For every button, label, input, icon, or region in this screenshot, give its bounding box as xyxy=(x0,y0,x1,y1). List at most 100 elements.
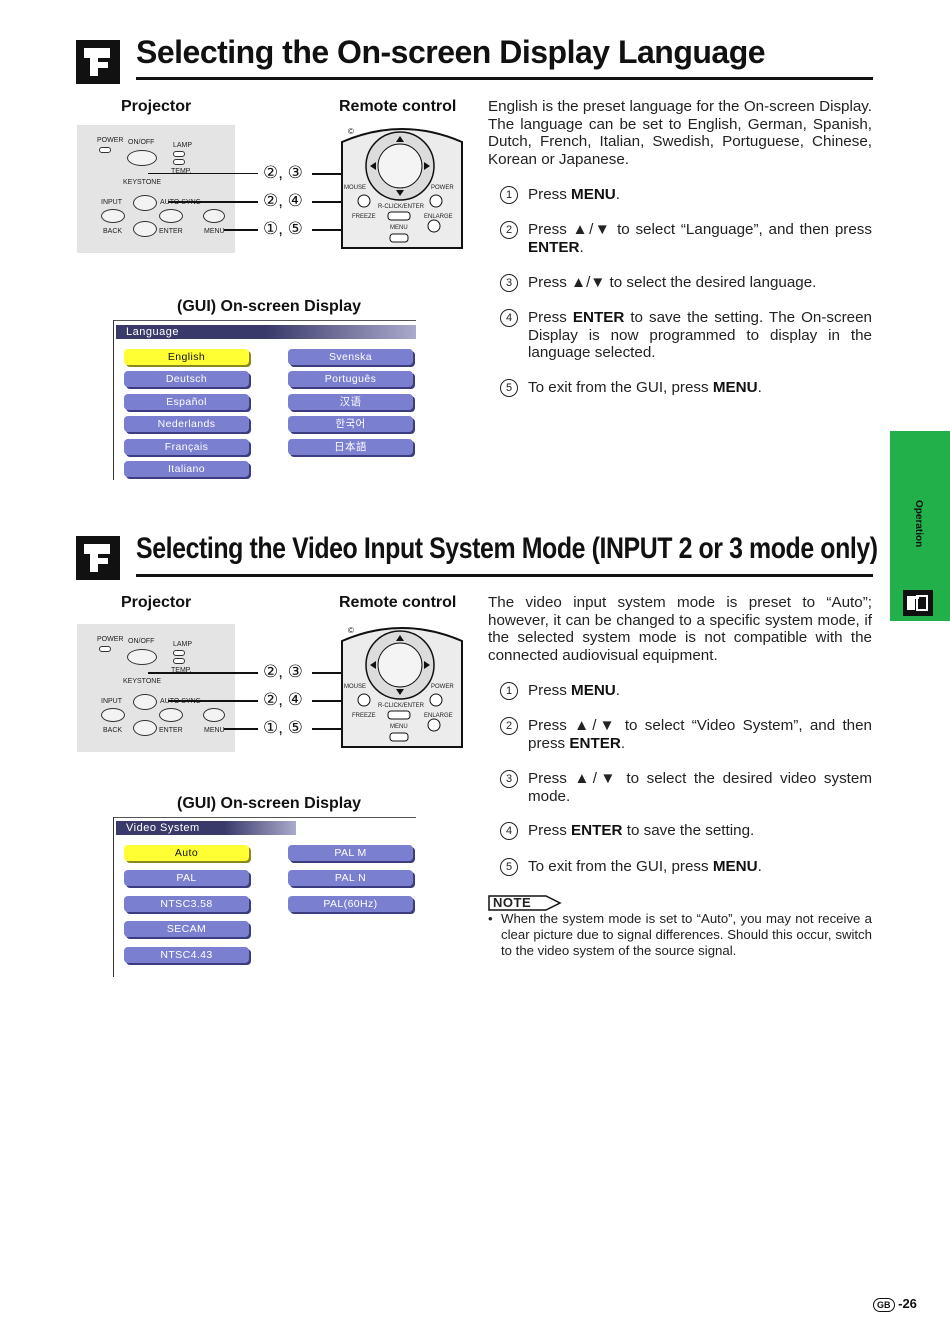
gui-option[interactable]: NTSC3.58 xyxy=(124,895,249,912)
gui-option[interactable]: SECAM xyxy=(124,921,249,938)
gui-option[interactable]: PAL xyxy=(124,870,249,887)
keystone-down-button[interactable] xyxy=(133,720,157,736)
gui-option[interactable]: Deutsch xyxy=(124,371,249,388)
onoff-button[interactable] xyxy=(127,150,157,166)
temp-indicator xyxy=(173,159,185,165)
intro-paragraph: English is the preset language for the O… xyxy=(488,98,872,168)
input-button[interactable] xyxy=(101,209,125,223)
temp-indicator xyxy=(173,658,185,664)
intro-paragraph: The video input system mode is preset to… xyxy=(488,594,872,664)
step-number: 2 xyxy=(500,717,518,735)
step-callout: ②, ④ xyxy=(263,191,303,210)
note-badge: NOTE xyxy=(488,895,562,911)
callout-line xyxy=(312,672,346,674)
page-number: GB -26 xyxy=(873,1296,917,1312)
gui-option[interactable]: Español xyxy=(124,393,249,410)
operation-tab-label: Operation xyxy=(913,500,924,548)
menu-button[interactable] xyxy=(203,209,225,223)
gui-label: (GUI) On-screen Display xyxy=(177,795,362,812)
projector-panel: POWER ON/OFF LAMP TEMP. KEYSTONE INPUT A… xyxy=(77,125,235,253)
region-badge: GB xyxy=(873,1298,895,1312)
step-number: 3 xyxy=(500,770,518,788)
callout-line xyxy=(312,201,358,203)
gui-option[interactable]: NTSC4.43 xyxy=(124,946,249,963)
section-title: Selecting the Video Input System Mode (I… xyxy=(136,532,878,565)
step-number: 2 xyxy=(500,221,518,239)
callout-line xyxy=(148,672,258,674)
power-indicator xyxy=(99,147,111,153)
callout-line xyxy=(168,201,258,203)
gui-option[interactable]: PAL(60Hz) xyxy=(288,895,413,912)
step-number: 5 xyxy=(500,858,518,876)
gui-option[interactable]: 汉语 xyxy=(288,393,413,410)
step-callout: ②, ④ xyxy=(263,690,303,709)
callout-line xyxy=(312,728,358,730)
remote-control-illustration: © MOUSE POWER R-CLICK/ENTER FREEZE ENLAR… xyxy=(338,122,466,250)
section-divider xyxy=(136,77,873,80)
step-callout: ②, ③ xyxy=(263,662,303,681)
svg-text:©: © xyxy=(348,127,354,136)
gui-menu-frame xyxy=(113,320,417,480)
step-callout: ①, ⑤ xyxy=(263,718,303,737)
keystone-up-button[interactable] xyxy=(133,195,157,211)
step-number: 4 xyxy=(500,822,518,840)
step-number: 1 xyxy=(500,186,518,204)
callout-line xyxy=(148,173,258,176)
gui-option[interactable]: Português xyxy=(288,371,413,388)
lamp-indicator xyxy=(173,650,185,656)
gui-option[interactable]: PAL M xyxy=(288,845,413,861)
remote-control-illustration: © MOUSE POWER R-CLICK/ENTER FREEZE ENLAR… xyxy=(338,621,466,749)
gui-option[interactable]: 日本語 xyxy=(288,438,413,455)
power-indicator xyxy=(99,646,111,652)
gui-option[interactable]: Français xyxy=(124,438,249,455)
step-number: 5 xyxy=(500,379,518,397)
projector-label: Projector xyxy=(121,98,192,115)
menu-button[interactable] xyxy=(203,708,225,722)
projector-label: Projector xyxy=(121,594,192,611)
auto-sync-button[interactable] xyxy=(159,708,183,722)
gui-option[interactable]: Nederlands xyxy=(124,416,249,433)
remote-label: Remote control xyxy=(339,594,457,611)
gui-option[interactable]: Svenska xyxy=(288,349,413,365)
gui-option[interactable]: 한국어 xyxy=(288,416,413,433)
step-number: 1 xyxy=(500,682,518,700)
gui-menu-frame xyxy=(113,817,417,977)
callout-line xyxy=(168,700,258,702)
remote-label: Remote control xyxy=(339,98,457,115)
callout-line xyxy=(312,229,358,231)
keystone-down-button[interactable] xyxy=(133,221,157,237)
callout-line xyxy=(312,173,346,175)
gui-option[interactable]: Italiano xyxy=(124,461,249,477)
book-hand-icon xyxy=(76,40,120,84)
auto-sync-button[interactable] xyxy=(159,209,183,223)
projector-panel: POWER ON/OFF LAMP TEMP. KEYSTONE INPUT A… xyxy=(77,624,235,752)
operation-tab xyxy=(890,431,950,621)
gui-label: (GUI) On-screen Display xyxy=(177,298,362,315)
gui-option[interactable]: PAL N xyxy=(288,870,413,887)
step-callout: ②, ③ xyxy=(263,163,303,182)
step-callout: ①, ⑤ xyxy=(263,219,303,238)
gui-tab-video-system: Video System xyxy=(116,821,296,835)
input-button[interactable] xyxy=(101,708,125,722)
svg-text:©: © xyxy=(348,626,354,635)
lamp-indicator xyxy=(173,151,185,157)
gui-option[interactable]: English xyxy=(124,349,249,365)
operation-icon xyxy=(903,590,933,616)
book-hand-icon xyxy=(76,536,120,580)
keystone-up-button[interactable] xyxy=(133,694,157,710)
gui-option[interactable]: Auto xyxy=(124,845,249,861)
step-number: 4 xyxy=(500,309,518,327)
callout-line xyxy=(312,700,358,702)
section-divider xyxy=(136,574,873,577)
onoff-button[interactable] xyxy=(127,649,157,665)
